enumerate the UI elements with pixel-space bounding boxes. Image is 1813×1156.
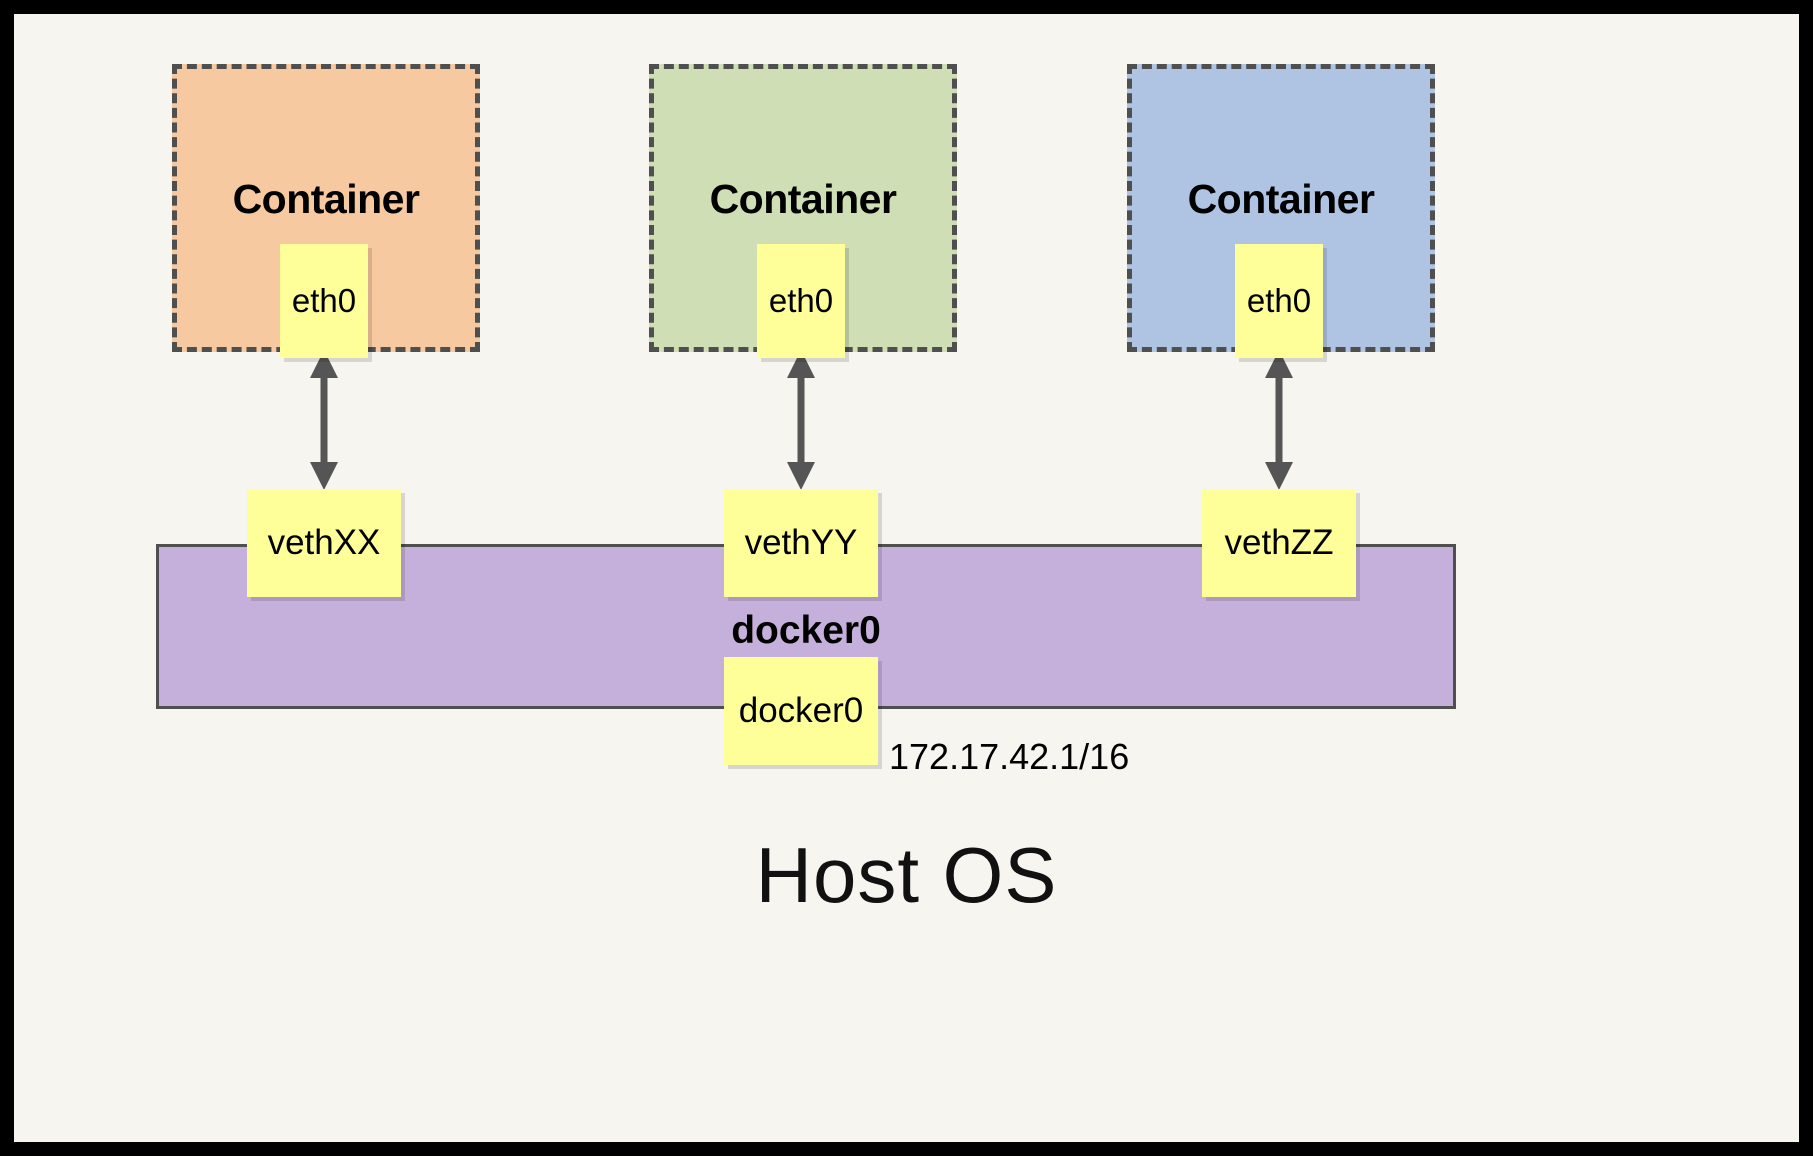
- docker0-interface-label: docker0: [738, 691, 864, 730]
- eth0-box-2: eth0: [757, 244, 845, 358]
- arrow-eth0-vethxx: [310, 350, 338, 490]
- vethxx-label: vethXX: [267, 523, 381, 562]
- arrow-eth0-vethzz: [1265, 350, 1293, 490]
- eth0-label-3: eth0: [1246, 282, 1312, 319]
- eth0-box-3: eth0: [1235, 244, 1323, 358]
- arrow-eth0-vethyy: [787, 350, 815, 490]
- eth0-box-1: eth0: [280, 244, 368, 358]
- container-title-3: Container: [1187, 176, 1375, 222]
- docker0-ip-address: 172.17.42.1/16: [889, 736, 1130, 777]
- vethzz-box: vethZZ: [1202, 489, 1356, 597]
- docker0-bar-label: docker0: [731, 609, 881, 652]
- vethzz-label: vethZZ: [1224, 523, 1334, 562]
- vethyy-box: vethYY: [724, 489, 878, 597]
- eth0-label-1: eth0: [291, 282, 357, 319]
- eth0-label-2: eth0: [768, 282, 834, 319]
- vethxx-box: vethXX: [247, 489, 401, 597]
- container-title-1: Container: [232, 176, 420, 222]
- vethyy-label: vethYY: [744, 523, 858, 562]
- host-os-label: Host OS: [755, 831, 1058, 919]
- container-title-2: Container: [709, 176, 897, 222]
- docker0-interface-box: docker0: [724, 657, 878, 765]
